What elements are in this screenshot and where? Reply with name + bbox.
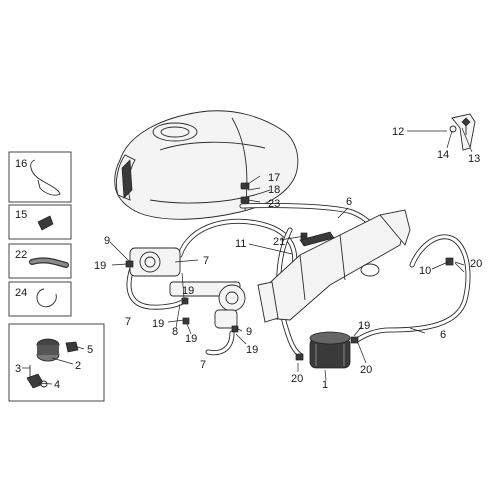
callout-17: 17 xyxy=(268,172,280,184)
callout-23: 23 xyxy=(268,198,280,210)
callout-21: 21 xyxy=(273,236,285,248)
fuel-tank xyxy=(114,110,299,220)
detail-box-2-5 xyxy=(8,323,105,402)
callout-12: 12 xyxy=(392,126,404,138)
frame-airbox xyxy=(257,209,411,323)
callout-9-upper: 9 xyxy=(104,235,110,247)
callout-4: 4 xyxy=(54,379,60,391)
callout-9-lower: 9 xyxy=(246,326,252,338)
callout-10: 10 xyxy=(419,265,431,277)
callout-20-right: 20 xyxy=(470,258,482,270)
callout-19-right: 19 xyxy=(358,320,370,332)
callout-14: 14 xyxy=(437,149,449,161)
callout-6-upper: 6 xyxy=(346,196,352,208)
callout-15: 15 xyxy=(15,209,27,221)
detail-box-16 xyxy=(8,151,72,203)
callout-3: 3 xyxy=(15,363,21,375)
detail-box-24 xyxy=(8,281,72,317)
detail-box-22 xyxy=(8,243,72,279)
callout-20-left: 20 xyxy=(291,373,303,385)
mounting-bracket xyxy=(449,113,476,151)
callout-1: 1 xyxy=(322,379,328,391)
callout-6-lower: 6 xyxy=(440,329,446,341)
callout-5: 5 xyxy=(87,344,93,356)
callout-13: 13 xyxy=(468,153,480,165)
callout-22: 22 xyxy=(15,249,27,261)
callout-11: 11 xyxy=(235,238,246,250)
hose-clamps xyxy=(125,182,454,361)
callout-19-mid-right: 19 xyxy=(185,333,197,345)
callout-18: 18 xyxy=(268,184,280,196)
callout-24: 24 xyxy=(15,287,27,299)
fuel-hose-6 xyxy=(239,203,471,343)
fuel-hose-7 xyxy=(126,218,303,358)
callout-7-left: 7 xyxy=(125,316,131,328)
callout-16: 16 xyxy=(15,158,27,170)
leader-lines xyxy=(22,127,473,385)
callout-19-mid-upper: 19 xyxy=(182,285,194,297)
callout-2: 2 xyxy=(75,360,81,372)
fuel-filter xyxy=(309,331,351,369)
callout-19-lower: 19 xyxy=(246,344,258,356)
callout-20-center: 20 xyxy=(360,364,372,376)
callout-19-left: 19 xyxy=(94,260,106,272)
callout-8: 8 xyxy=(172,326,178,338)
callout-19-mid-left: 19 xyxy=(152,318,164,330)
detail-box-15 xyxy=(8,204,72,240)
callout-7-upper: 7 xyxy=(203,255,209,267)
callout-labels: 17 18 23 6 11 21 12 14 13 9 19 7 19 19 8… xyxy=(15,126,482,391)
callout-7-lower: 7 xyxy=(200,359,206,371)
